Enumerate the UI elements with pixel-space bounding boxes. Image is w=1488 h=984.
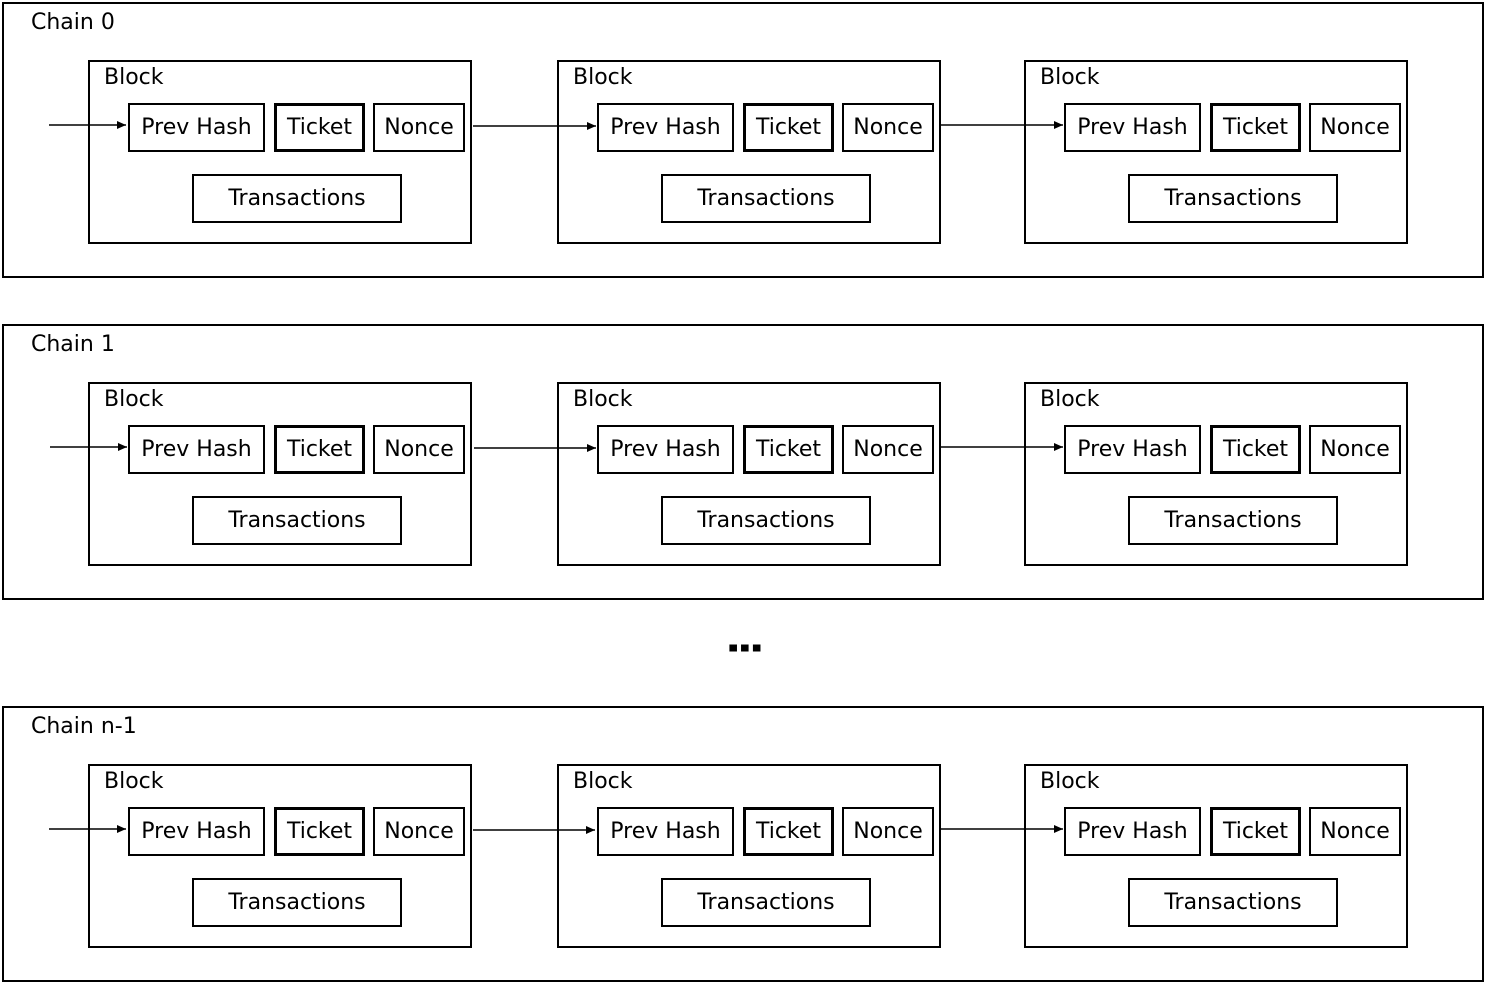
block-title: Block bbox=[573, 65, 633, 90]
ticket-field: Ticket bbox=[1210, 807, 1301, 856]
transactions-field: Transactions bbox=[1128, 174, 1338, 223]
transactions-field: Transactions bbox=[192, 496, 402, 545]
ticket-field: Ticket bbox=[1210, 103, 1301, 152]
block: Block Prev Hash Ticket Nonce Transaction… bbox=[557, 382, 941, 566]
nonce-field: Nonce bbox=[373, 425, 465, 474]
ticket-field: Ticket bbox=[743, 807, 834, 856]
chain-1: Chain 1 Block Prev Hash Ticket Nonce Tra… bbox=[2, 324, 1484, 600]
chain-title: Chain 1 bbox=[31, 332, 115, 357]
prev-hash-field: Prev Hash bbox=[597, 103, 734, 152]
transactions-field: Transactions bbox=[192, 878, 402, 927]
block: Block Prev Hash Ticket Nonce Transaction… bbox=[88, 764, 472, 948]
nonce-field: Nonce bbox=[1309, 425, 1401, 474]
block: Block Prev Hash Ticket Nonce Transaction… bbox=[1024, 764, 1408, 948]
prev-hash-field: Prev Hash bbox=[1064, 103, 1201, 152]
prev-hash-field: Prev Hash bbox=[128, 425, 265, 474]
ticket-field: Ticket bbox=[743, 103, 834, 152]
nonce-field: Nonce bbox=[842, 103, 934, 152]
transactions-field: Transactions bbox=[661, 174, 871, 223]
block: Block Prev Hash Ticket Nonce Transaction… bbox=[1024, 60, 1408, 244]
block-title: Block bbox=[573, 769, 633, 794]
block-title: Block bbox=[573, 387, 633, 412]
nonce-field: Nonce bbox=[373, 807, 465, 856]
transactions-field: Transactions bbox=[1128, 496, 1338, 545]
nonce-field: Nonce bbox=[1309, 807, 1401, 856]
chain-n-1: Chain n-1 Block Prev Hash Ticket Nonce T… bbox=[2, 706, 1484, 982]
chain-title: Chain n-1 bbox=[31, 714, 137, 739]
chain-title: Chain 0 bbox=[31, 10, 115, 35]
nonce-field: Nonce bbox=[1309, 103, 1401, 152]
block: Block Prev Hash Ticket Nonce Transaction… bbox=[1024, 382, 1408, 566]
prev-hash-field: Prev Hash bbox=[597, 425, 734, 474]
transactions-field: Transactions bbox=[1128, 878, 1338, 927]
prev-hash-field: Prev Hash bbox=[1064, 807, 1201, 856]
ticket-field: Ticket bbox=[274, 425, 365, 474]
block: Block Prev Hash Ticket Nonce Transaction… bbox=[557, 764, 941, 948]
prev-hash-field: Prev Hash bbox=[128, 807, 265, 856]
prev-hash-field: Prev Hash bbox=[128, 103, 265, 152]
block-title: Block bbox=[104, 769, 164, 794]
prev-hash-field: Prev Hash bbox=[597, 807, 734, 856]
vertical-ellipsis: ⋮ bbox=[721, 628, 767, 668]
block: Block Prev Hash Ticket Nonce Transaction… bbox=[557, 60, 941, 244]
chain-0: Chain 0 Block Prev Hash Ticket Nonce Tra… bbox=[2, 2, 1484, 278]
nonce-field: Nonce bbox=[373, 103, 465, 152]
block-title: Block bbox=[1040, 769, 1100, 794]
block: Block Prev Hash Ticket Nonce Transaction… bbox=[88, 60, 472, 244]
transactions-field: Transactions bbox=[661, 878, 871, 927]
ticket-field: Ticket bbox=[274, 807, 365, 856]
block-title: Block bbox=[104, 65, 164, 90]
ticket-field: Ticket bbox=[274, 103, 365, 152]
block: Block Prev Hash Ticket Nonce Transaction… bbox=[88, 382, 472, 566]
prev-hash-field: Prev Hash bbox=[1064, 425, 1201, 474]
block-title: Block bbox=[104, 387, 164, 412]
nonce-field: Nonce bbox=[842, 807, 934, 856]
ticket-field: Ticket bbox=[743, 425, 834, 474]
block-title: Block bbox=[1040, 387, 1100, 412]
transactions-field: Transactions bbox=[661, 496, 871, 545]
transactions-field: Transactions bbox=[192, 174, 402, 223]
nonce-field: Nonce bbox=[842, 425, 934, 474]
block-title: Block bbox=[1040, 65, 1100, 90]
ticket-field: Ticket bbox=[1210, 425, 1301, 474]
